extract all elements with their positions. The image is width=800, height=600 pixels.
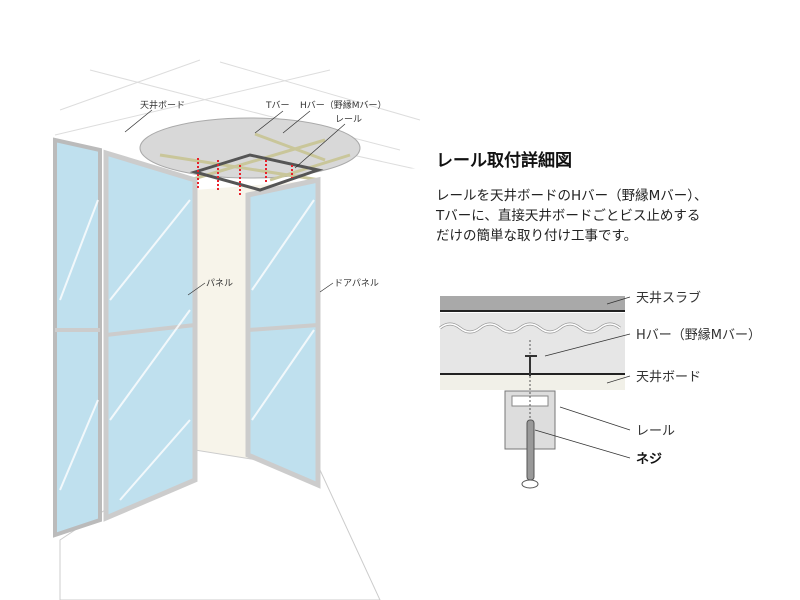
detail-label-screw: ネジ bbox=[636, 452, 662, 467]
description-line: レールを天井ボードのHバー（野縁Mバー）、 bbox=[436, 188, 708, 204]
detail-leaders bbox=[534, 296, 631, 459]
rail bbox=[189, 153, 324, 192]
rail-detail-diagram bbox=[439, 296, 625, 489]
detail-label-h-bar: Hバー（野縁Mバー） bbox=[636, 327, 761, 343]
screw-arrows bbox=[197, 158, 293, 195]
detail-description: レールを天井ボードのHバー（野縁Mバー）、 Tバーに、直接天井ボードごとビス止め… bbox=[436, 186, 786, 246]
label-ceiling-board: 天井ボード bbox=[140, 99, 185, 111]
detail-title: レール取付詳細図 bbox=[436, 151, 572, 171]
label-door-panel: ドアパネル bbox=[334, 278, 379, 289]
ceiling-cutaway bbox=[139, 117, 361, 179]
description-line: Tバーに、直接天井ボードごとビス止めする bbox=[436, 208, 701, 224]
detail-label-board: 天井ボード bbox=[636, 370, 701, 385]
description-line: だけの簡単な取り付け工事です。 bbox=[436, 228, 638, 244]
label-h-bar: Hバー（野縁Mバー） bbox=[300, 99, 387, 111]
label-panel: パネル bbox=[206, 278, 233, 289]
door-panel bbox=[245, 176, 321, 489]
leader-lines bbox=[124, 109, 346, 296]
label-rail: レール bbox=[335, 115, 362, 125]
right-wall bbox=[320, 168, 420, 600]
fixed-panel bbox=[53, 137, 198, 538]
detail-label-rail: レール bbox=[636, 424, 675, 439]
label-t-bar: Tバー bbox=[265, 100, 290, 111]
detail-label-slab: 天井スラブ bbox=[636, 290, 701, 306]
